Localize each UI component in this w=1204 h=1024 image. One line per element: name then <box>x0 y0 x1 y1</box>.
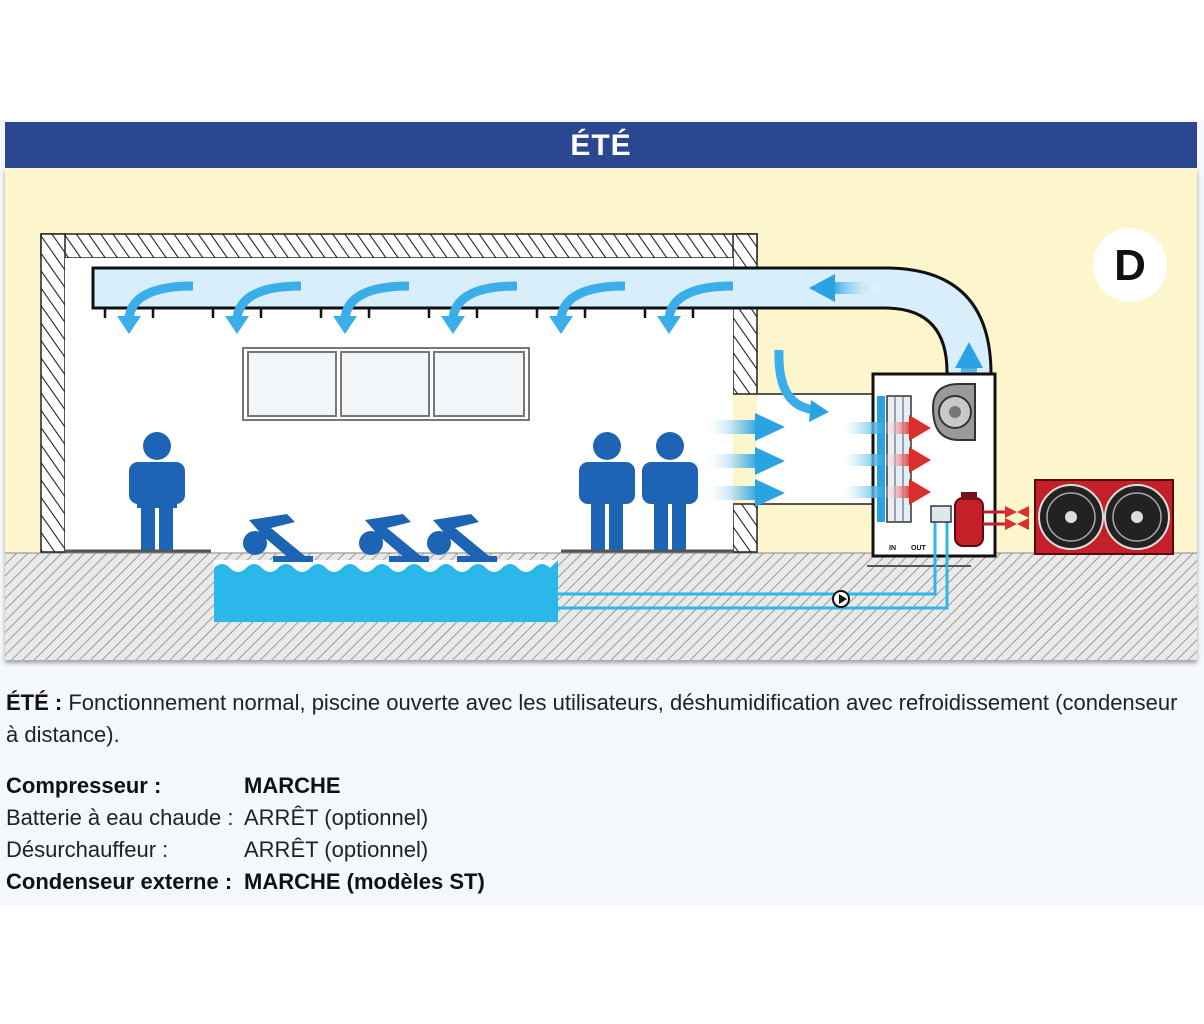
person-standing-right-1 <box>579 432 635 550</box>
status-value: MARCHE <box>244 773 341 798</box>
status-value: ARRÊT (optionnel) <box>244 805 429 830</box>
status-value: ARRÊT (optionnel) <box>244 837 429 862</box>
caption-paragraph: ÉTÉ : Fonctionnement normal, piscine ouv… <box>6 687 1186 751</box>
label-in: IN <box>889 545 896 552</box>
swimmer-3 <box>427 514 497 562</box>
status-label: Batterie à eau chaude : <box>6 805 234 830</box>
label-out: OUT <box>911 545 927 552</box>
status-label: Condenseur externe : <box>6 869 233 894</box>
building-windows <box>242 347 530 421</box>
blower-fan <box>931 383 976 441</box>
pool-scene: IN OUT D <box>5 168 1197 660</box>
supply-arrowheads <box>117 316 681 334</box>
compressor <box>954 492 1005 547</box>
building-wall-right-upper <box>732 233 758 395</box>
scene-drawing: IN OUT <box>5 233 1197 660</box>
pool-water-pipes <box>558 520 949 610</box>
duct-return-arrow <box>831 282 879 294</box>
supply-arrows <box>124 281 734 319</box>
person-standing-left <box>129 432 185 550</box>
status-label: Désurchauffeur : <box>6 837 169 862</box>
recirculation-arrow <box>774 349 818 415</box>
swimmer-2 <box>359 514 429 562</box>
building-wall-right-lower <box>732 503 758 553</box>
diagram-figure: ÉTÉ <box>0 120 1204 905</box>
unit-arrows-red <box>885 415 931 505</box>
caption-text: Fonctionnement normal, piscine ouverte a… <box>6 690 1178 747</box>
external-condenser <box>1034 479 1174 555</box>
refrigerant-valves <box>1005 506 1029 530</box>
heat-exchanger <box>930 505 952 523</box>
unit-arrows-blue <box>841 422 885 498</box>
building-roof <box>40 233 758 259</box>
caption-lead: ÉTÉ : <box>6 690 63 715</box>
person-standing-right-2 <box>642 432 698 550</box>
mode-badge: D <box>1093 228 1167 302</box>
status-label: Compresseur : <box>6 773 162 798</box>
status-value: MARCHE (modèles ST) <box>244 869 485 894</box>
building-wall-left <box>40 233 66 553</box>
swimmer-1 <box>243 514 313 562</box>
duct-diffusers <box>103 308 695 318</box>
season-banner: ÉTÉ <box>5 122 1197 168</box>
extract-arrows-blue <box>707 413 785 507</box>
